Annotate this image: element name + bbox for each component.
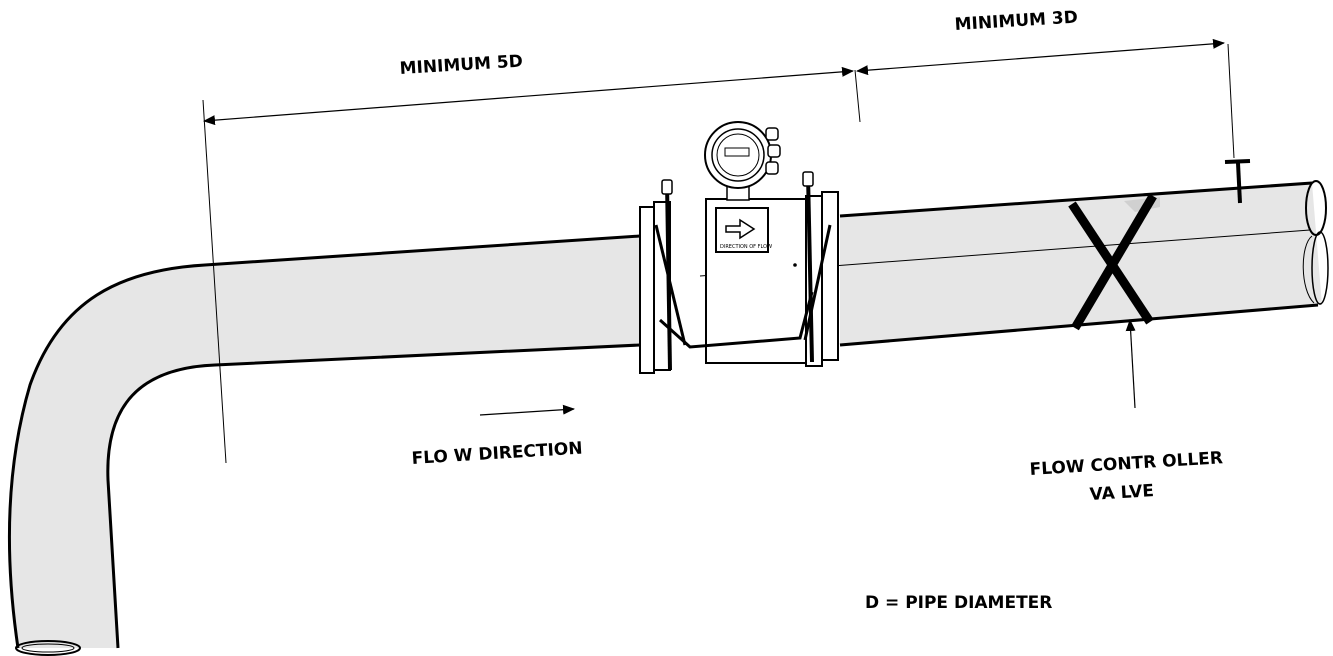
label-valve-line2: VA LVE [1089,481,1154,505]
pipe-bottom-edge [106,343,641,649]
dimension-min-3d [856,38,1225,76]
meter-bolt-right-head [802,171,814,187]
meter-nameplate-arrow-icon [725,218,756,240]
meter-strap-left [654,224,687,346]
meter-bolt-left-head [661,179,673,195]
meter-display-icon [724,147,750,157]
pipe-top-edge [7,234,641,649]
extension-line-upstream [202,99,227,464]
meter-right-flange-outer [821,191,839,361]
electromagnetic-flowmeter-icon: DIRECTION OF FLOW [639,121,839,374]
meter-left-flange-outer [639,206,655,374]
valve-handle [1224,159,1251,164]
flow-arrow-icon [479,404,575,416]
pipe-open-end-right-inner [1311,231,1329,305]
pipe-open-end-bottom-inner [21,643,75,653]
extension-line-meter [854,69,861,123]
dimension-min-5d [203,66,854,126]
pipe-downstream-fill [840,183,1322,345]
pipe-downstream-top [839,181,1313,218]
pipe [7,180,1329,656]
meter-indicator-dot [793,263,797,267]
label-pipe-diameter-legend: D = PIPE DIAMETER [865,593,1052,613]
valve-x-icon [1068,159,1251,331]
meter-gland-3 [765,161,779,175]
meter-gland-2 [767,144,781,158]
meter-bolt-right [806,174,814,363]
label-minimum-5d: MINIMUM 5D [399,52,523,79]
pipe-body-fill [9,237,640,648]
pipe-open-end-bottom [15,640,81,656]
meter-nameplate [715,207,769,253]
extension-line-downstream [1227,43,1235,159]
label-valve-line1: FLOW CONTR OLLER [1029,448,1223,480]
label-flow-direction: FLO W DIRECTION [411,439,583,469]
meter-gland-1 [765,127,779,141]
valve-pointer-arrow-icon [1125,319,1136,409]
valve-stem [1236,162,1242,204]
label-minimum-3d: MINIMUM 3D [954,8,1078,35]
meter-strap-right [803,224,832,341]
pipe-open-end-right-rim [1302,235,1315,304]
meter-strap [658,291,814,349]
valve-x-stroke-2 [1071,193,1157,331]
meter-nameplate-text: DIRECTION OF FLOW [720,244,772,250]
dimension-lines [202,38,1235,464]
